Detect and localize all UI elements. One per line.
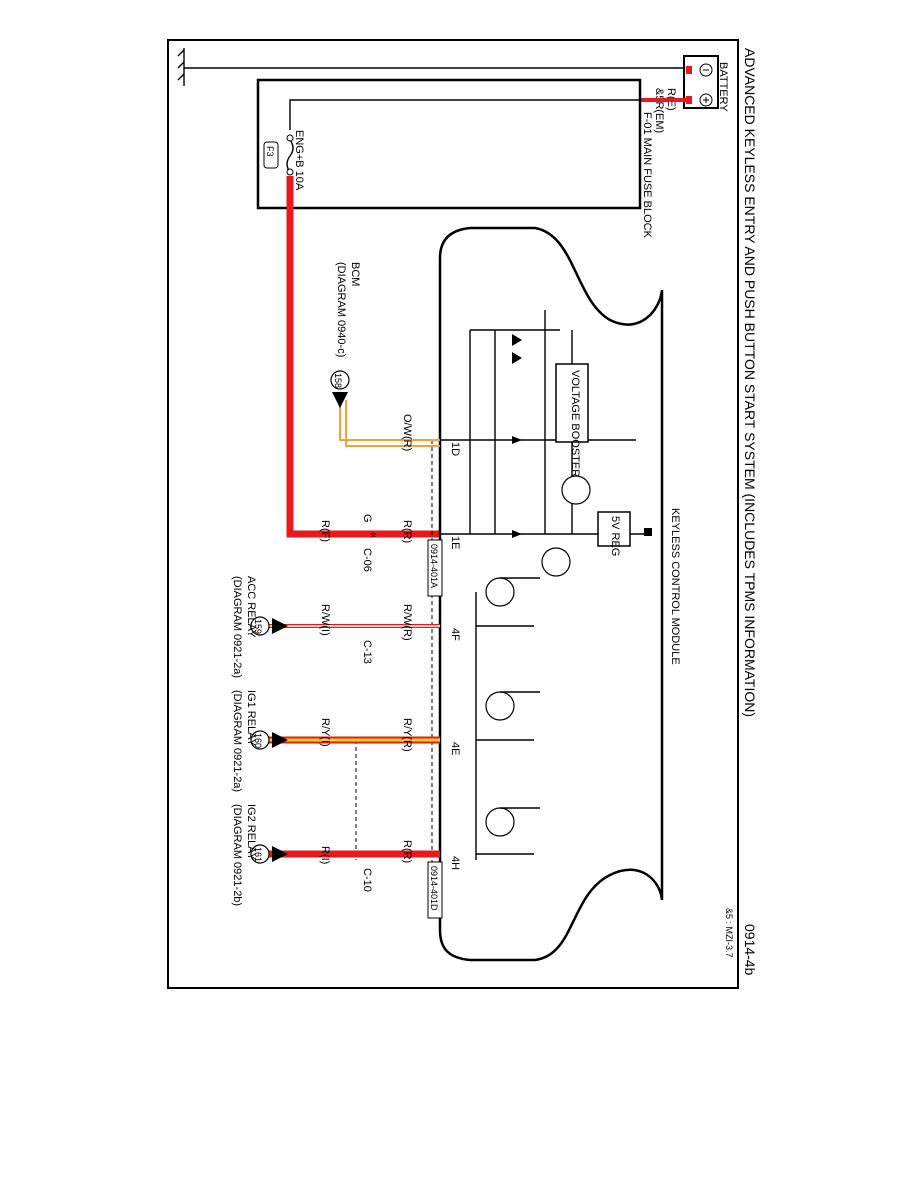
voltage-regulator: [597, 511, 631, 547]
ig2-label: IG2 RELAY: [245, 804, 257, 861]
ig2-wire-module: R(R): [401, 840, 413, 863]
acc-connector: C-13: [361, 640, 373, 664]
bcm-circle: 158: [333, 373, 343, 388]
acc-wire-relay: R/W(I): [319, 604, 331, 636]
ig1-wire-module: R/Y(R): [401, 718, 413, 752]
ground-icon: [177, 48, 690, 86]
ig1-ref: (DIAGRAM 0921-2a): [231, 690, 243, 792]
fuse-id: F3: [265, 146, 275, 157]
ig2-ref: (DIAGRAM 0921-2b): [231, 804, 243, 906]
fuse-block-label: F-01 MAIN FUSE BLOCK: [641, 112, 653, 239]
diagram-number: 0914-4b: [742, 924, 758, 976]
main-feed-wire: [286, 176, 440, 538]
ig2-circle: 161: [253, 847, 263, 862]
keyless-control-module: [438, 226, 664, 962]
feed-connector: C-06: [361, 548, 373, 572]
diagram-frame: [167, 39, 739, 989]
ig2-wire-relay: R(I): [319, 846, 331, 864]
regulator-label: 5V REG: [609, 516, 621, 556]
model-code: &5 : MZI-3.7: [724, 908, 734, 958]
pin-1d: 1D: [449, 442, 461, 456]
fuse-label: ENG+B 10A: [293, 130, 305, 191]
acc-circle: 159: [253, 619, 263, 634]
pin-4e: 4E: [449, 742, 461, 755]
transistor-icon: [485, 475, 591, 837]
pin-1e: 1E: [449, 536, 461, 549]
feed-wire-module: R(R): [401, 520, 413, 543]
battery-wire-b: &5R(EM): [653, 88, 665, 133]
bcm-ref: (DIAGRAM 0940-c): [335, 262, 347, 357]
fuse-icon: [286, 139, 294, 173]
bcm-wire-label: O/W(R): [401, 414, 413, 451]
pin-4f: 4F: [449, 628, 461, 641]
module-label: KEYLESS CONTROL MODULE: [669, 508, 681, 665]
connector-401a: 0914-401A: [429, 544, 439, 588]
ig2-connector: C-10: [361, 868, 373, 892]
acc-ref: (DIAGRAM 0921-2a): [231, 576, 243, 678]
acc-wire-module: R/W(R): [401, 604, 413, 641]
main-fuse-block: F-01 MAIN FUSE BLOCK ENG+B 10A F3: [256, 78, 653, 239]
voltage-booster: [555, 363, 589, 443]
bcm-wire: [339, 400, 440, 441]
ig1-wire-relay: R/Y(I): [319, 718, 331, 747]
acc-label: ACC RELAY: [245, 576, 257, 638]
feed-wire-g: G: [361, 514, 373, 523]
pin-4h: 4H: [449, 856, 461, 870]
diagram-title: ADVANCED KEYLESS ENTRY AND PUSH BUTTON S…: [742, 48, 758, 717]
ig1-circle: 160: [253, 733, 263, 748]
feed-wire-fuse: R(F): [319, 520, 331, 542]
diode-icon: [512, 334, 522, 538]
voltage-booster-label: VOLTAGE BOOSTER: [569, 370, 581, 477]
ig1-label: IG1 RELAY: [245, 690, 257, 747]
connector-chevron: «: [367, 532, 379, 538]
connector-401d: 0914-401D: [429, 866, 439, 911]
battery-label: BATTERY: [717, 62, 729, 112]
bcm-label: BCM: [349, 262, 361, 286]
